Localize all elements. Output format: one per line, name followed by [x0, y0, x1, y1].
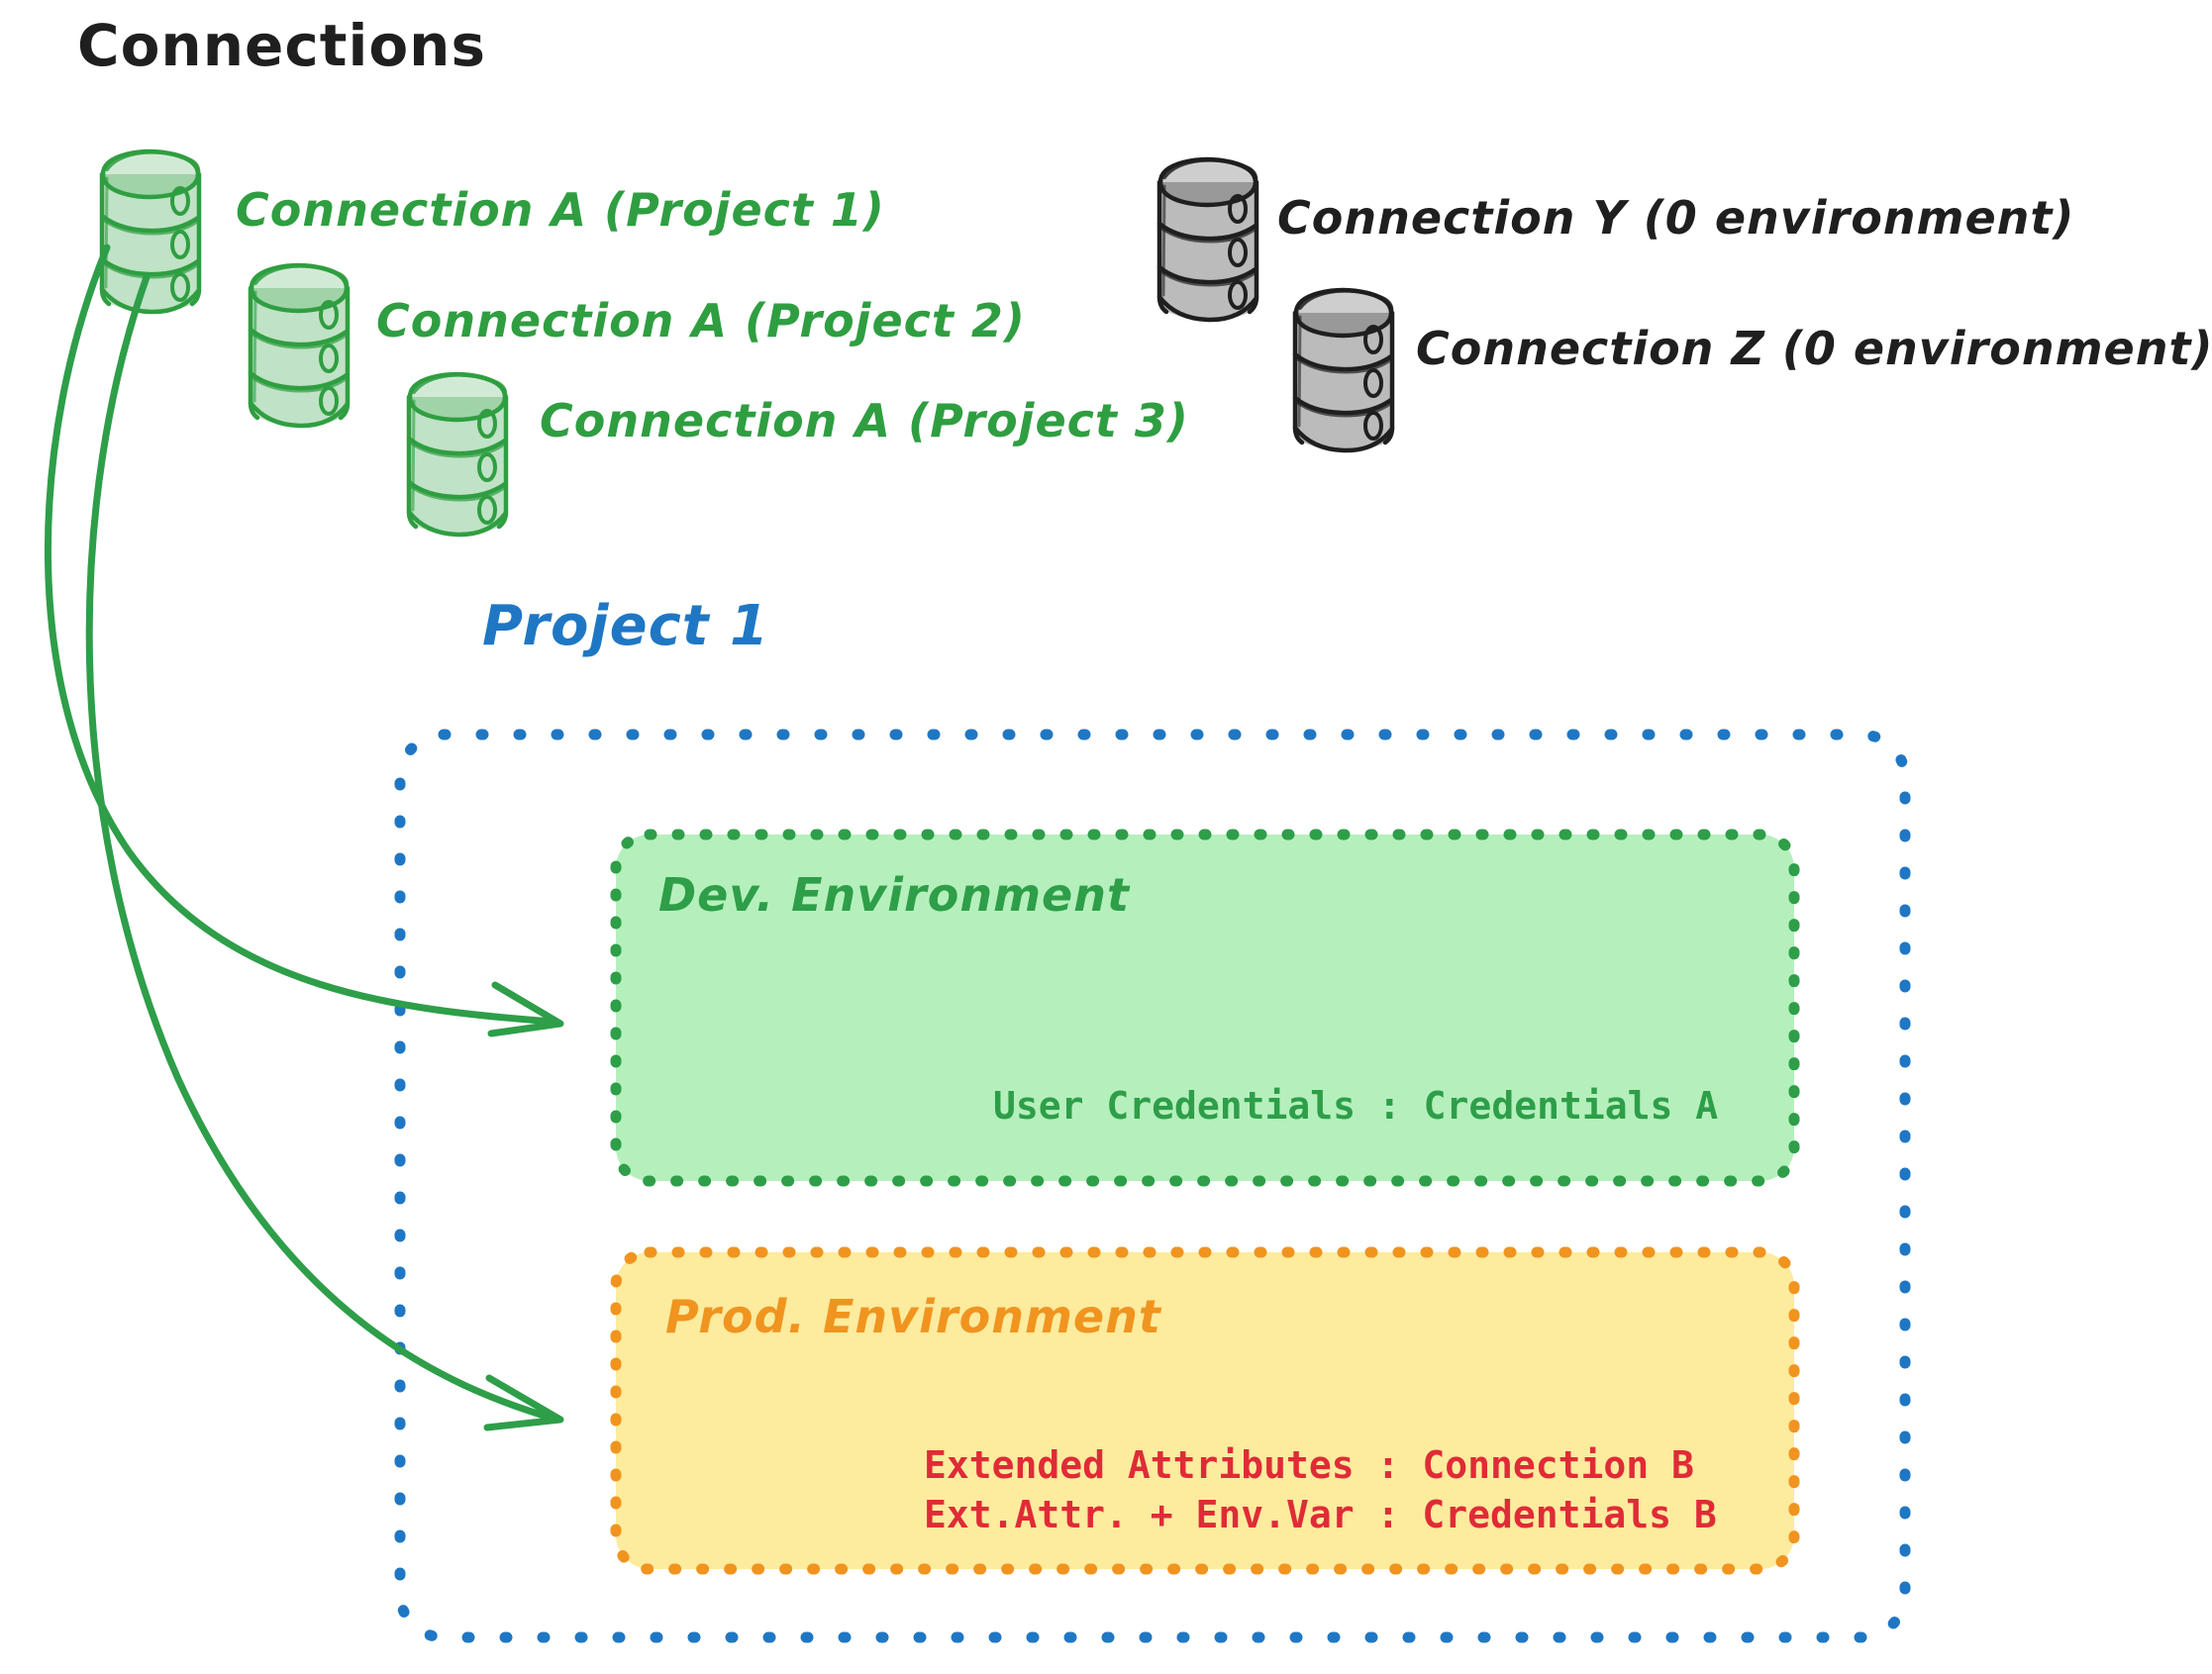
dev-environment-credentials-entry: User Credentials : Credentials A: [993, 1084, 1719, 1128]
connection-label-a-project-3: Connection A (Project 3): [540, 394, 1189, 447]
project-1-title: Project 1: [482, 594, 770, 658]
page-title: Connections: [77, 12, 486, 79]
database-cylinder-icon-connection-a-3: [408, 374, 506, 536]
dev-environment-box: [610, 829, 1800, 1187]
connection-label-z: Connection Z (0 environment): [1416, 322, 2212, 375]
connection-label-y: Connection Y (0 environment): [1277, 191, 2075, 245]
database-cylinder-icon-connection-z: [1294, 290, 1392, 451]
prod-environment-title: Prod. Environment: [665, 1290, 1161, 1343]
database-cylinder-icon-connection-y: [1158, 159, 1257, 321]
connection-label-a-project-1: Connection A (Project 1): [236, 183, 885, 237]
arrow-connection-a-to-dev: [45, 244, 564, 1037]
database-cylinder-icon-connection-a-1: [101, 151, 199, 313]
prod-environment-entry-extended-attributes: Extended Attributes : Connection B: [924, 1443, 1694, 1487]
dev-environment-title: Dev. Environment: [658, 868, 1130, 922]
prod-environment-entry-ext-attr-env-var: Ext.Attr. + Env.Var : Credentials B: [924, 1493, 1717, 1536]
arrow-connection-a-to-prod: [85, 273, 564, 1431]
prod-environment-box: [610, 1246, 1800, 1575]
connection-label-a-project-2: Connection A (Project 2): [376, 294, 1026, 347]
database-cylinder-icon-connection-a-2: [250, 265, 348, 427]
